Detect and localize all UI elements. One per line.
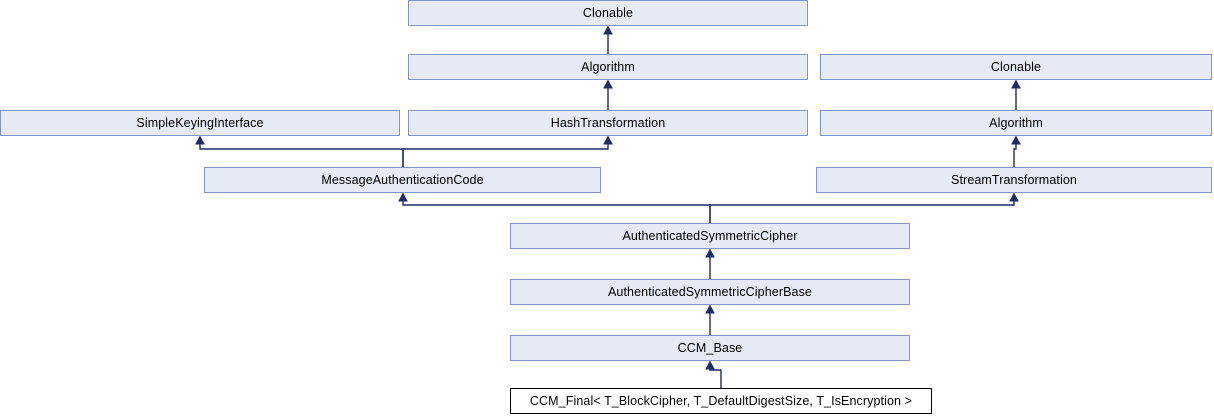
- class-node-simplekeyinginterface[interactable]: SimpleKeyingInterface: [0, 110, 400, 136]
- inheritance-arrowhead: [1011, 135, 1021, 145]
- edge-messageauthcode-to-hashtransformation: [402, 135, 613, 167]
- class-node-algorithm_left[interactable]: Algorithm: [408, 54, 808, 80]
- inheritance-arrowhead: [398, 192, 408, 202]
- inheritance-arrowhead: [1011, 79, 1021, 89]
- class-node-label: Algorithm: [581, 59, 635, 74]
- class-node-clonable_top[interactable]: Clonable: [408, 0, 808, 26]
- inheritance-arrowhead: [603, 79, 613, 89]
- edge-streamtransformation-to-algorithm_right: [1011, 135, 1021, 167]
- inheritance-arrowhead: [1009, 192, 1019, 202]
- class-node-label: CCM_Base: [677, 340, 743, 355]
- class-node-label: MessageAuthenticationCode: [321, 172, 484, 187]
- edge-authsymcipherbase-to-authsymcipher: [705, 248, 715, 279]
- class-node-authsymcipherbase[interactable]: AuthenticatedSymmetricCipherBase: [510, 279, 910, 305]
- class-node-label: AuthenticatedSymmetricCipherBase: [608, 284, 812, 299]
- class-node-streamtransformation[interactable]: StreamTransformation: [816, 167, 1212, 193]
- edge-messageauthcode-to-simplekeyinginterface: [195, 135, 404, 167]
- inheritance-arrowhead: [603, 25, 613, 35]
- edge-hashtransformation-to-algorithm_left: [603, 79, 613, 110]
- class-node-ccm_final[interactable]: CCM_Final< T_BlockCipher, T_DefaultDiges…: [510, 388, 932, 414]
- class-node-algorithm_right[interactable]: Algorithm: [820, 110, 1212, 136]
- inheritance-arrowhead: [195, 135, 205, 145]
- class-node-ccm_base[interactable]: CCM_Base: [510, 335, 910, 361]
- class-node-label: StreamTransformation: [951, 172, 1077, 187]
- edge-algorithm_right-to-clonable_right: [1011, 79, 1021, 110]
- inheritance-arrowhead: [705, 360, 715, 370]
- inheritance-arrowhead: [705, 304, 715, 314]
- edge-algorithm_left-to-clonable_top: [603, 25, 613, 54]
- class-node-label: CCM_Final< T_BlockCipher, T_DefaultDiges…: [529, 393, 913, 408]
- class-node-label: SimpleKeyingInterface: [136, 115, 264, 130]
- inheritance-arrowhead: [603, 135, 613, 145]
- class-node-clonable_right[interactable]: Clonable: [820, 54, 1212, 80]
- class-node-authsymcipher[interactable]: AuthenticatedSymmetricCipher: [510, 223, 910, 249]
- class-node-hashtransformation[interactable]: HashTransformation: [408, 110, 808, 136]
- edge-ccm_base-to-authsymcipherbase: [705, 304, 715, 335]
- class-node-label: HashTransformation: [550, 115, 666, 130]
- class-node-label: AuthenticatedSymmetricCipher: [622, 228, 798, 243]
- edge-ccm_final-to-ccm_base: [705, 360, 722, 388]
- class-node-label: Clonable: [990, 59, 1042, 74]
- edge-authsymcipher-to-messageauthcode: [398, 192, 711, 223]
- class-node-messageauthcode[interactable]: MessageAuthenticationCode: [204, 167, 601, 193]
- inheritance-arrowhead: [705, 248, 715, 258]
- class-node-label: Algorithm: [989, 115, 1043, 130]
- edge-authsymcipher-to-streamtransformation: [709, 192, 1019, 223]
- class-node-label: Clonable: [582, 5, 634, 20]
